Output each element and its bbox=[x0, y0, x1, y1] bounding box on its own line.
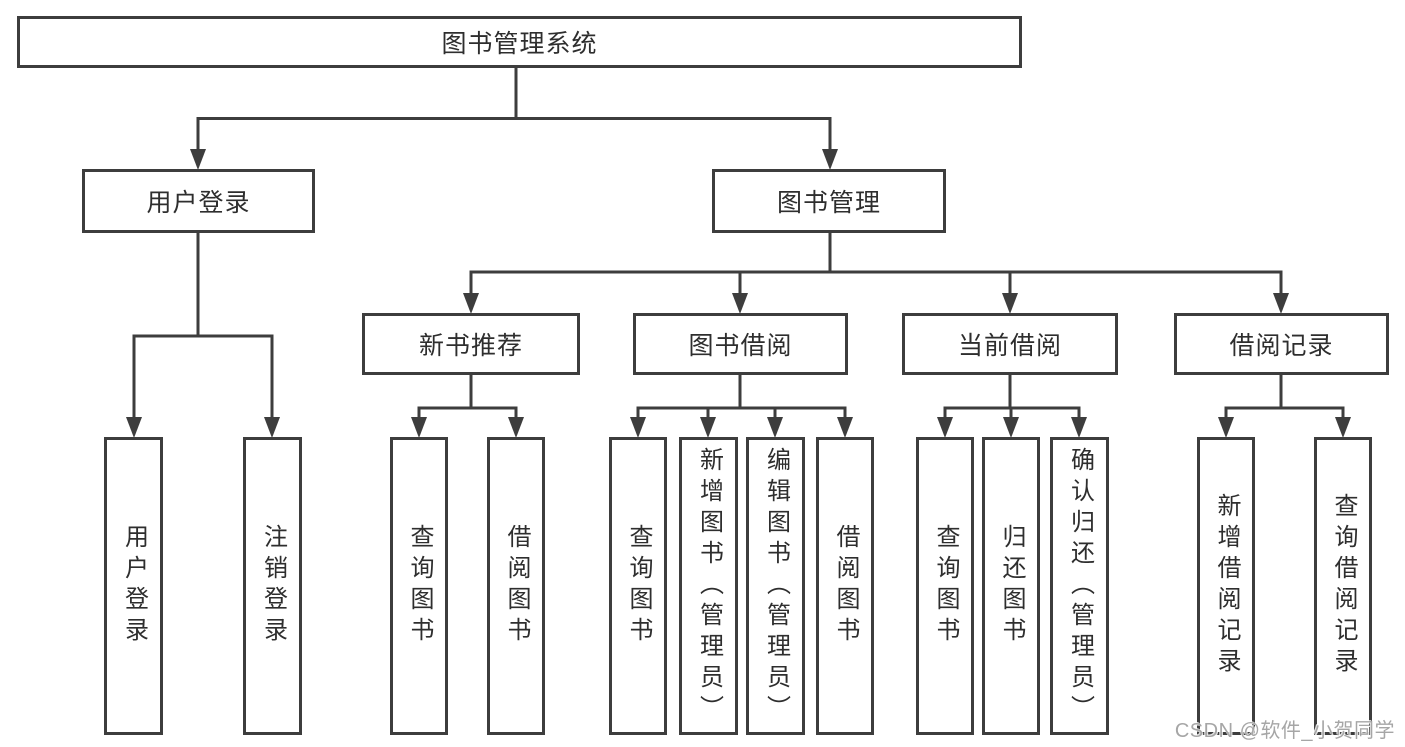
leaf-add-borrow-record: 新增借阅记录 bbox=[1197, 437, 1255, 735]
leaf-query-book-borrow: 查询图书 bbox=[609, 437, 667, 735]
arrowhead bbox=[126, 417, 142, 438]
arrowhead bbox=[732, 293, 748, 314]
arrowhead bbox=[508, 417, 524, 438]
connector-root-to-level2 bbox=[196, 68, 832, 150]
arrowhead bbox=[1002, 293, 1018, 314]
arrowhead bbox=[1335, 417, 1351, 438]
leaf-add-book-admin-label: 新增图书（管理员） bbox=[695, 446, 723, 726]
node-new-book-recommend: 新书推荐 bbox=[362, 313, 580, 375]
leaf-logout-label: 注销登录 bbox=[259, 524, 287, 648]
connector-borrow-record-branch bbox=[1224, 375, 1345, 418]
node-current-borrow-label: 当前借阅 bbox=[957, 332, 1062, 360]
arrowhead bbox=[1218, 417, 1234, 438]
leaf-query-borrow-record: 查询借阅记录 bbox=[1314, 437, 1372, 735]
arrowhead bbox=[1003, 417, 1019, 438]
connector-book-mgmt-branch bbox=[469, 233, 1283, 294]
node-book-borrow: 图书借阅 bbox=[633, 313, 848, 375]
node-user-login-label: 用户登录 bbox=[146, 189, 251, 217]
leaf-query-book-current-label: 查询图书 bbox=[932, 524, 959, 648]
leaf-query-book-recommend: 查询图书 bbox=[390, 437, 448, 735]
arrowhead bbox=[264, 417, 280, 438]
leaf-edit-book-admin-label: 编辑图书（管理员） bbox=[762, 446, 790, 726]
leaf-query-borrow-record-label: 查询借阅记录 bbox=[1330, 493, 1357, 679]
node-borrow-records: 借阅记录 bbox=[1174, 313, 1389, 375]
leaf-query-book-borrow-label: 查询图书 bbox=[625, 524, 652, 648]
leaf-add-borrow-record-label: 新增借阅记录 bbox=[1213, 493, 1240, 679]
leaf-user-login-label: 用户登录 bbox=[120, 524, 148, 648]
connector-current-borrow-branch bbox=[943, 375, 1081, 418]
node-user-login: 用户登录 bbox=[82, 169, 315, 233]
node-book-borrow-label: 图书借阅 bbox=[688, 332, 793, 360]
arrowhead bbox=[630, 417, 646, 438]
leaf-borrow-book-recommend-label: 借阅图书 bbox=[503, 524, 530, 648]
arrowhead bbox=[190, 149, 206, 170]
arrowhead bbox=[937, 417, 953, 438]
arrowhead bbox=[1273, 293, 1289, 314]
leaf-logout: 注销登录 bbox=[243, 437, 302, 735]
node-book-management: 图书管理 bbox=[712, 169, 946, 233]
node-book-management-label: 图书管理 bbox=[776, 189, 881, 217]
connector-book-borrow-branch bbox=[636, 375, 847, 418]
node-new-book-recommend-label: 新书推荐 bbox=[418, 332, 523, 360]
arrowhead bbox=[767, 417, 783, 438]
node-borrow-records-label: 借阅记录 bbox=[1229, 332, 1334, 360]
leaf-query-book-recommend-label: 查询图书 bbox=[406, 524, 433, 648]
leaf-query-book-current: 查询图书 bbox=[916, 437, 974, 735]
connector-new-book-branch bbox=[417, 375, 518, 418]
arrowhead bbox=[1071, 417, 1087, 438]
connector-user-login-branch bbox=[132, 233, 274, 418]
arrowhead bbox=[822, 149, 838, 170]
arrowhead bbox=[411, 417, 427, 438]
leaf-borrow-book: 借阅图书 bbox=[816, 437, 874, 735]
leaf-borrow-book-label: 借阅图书 bbox=[832, 524, 859, 648]
leaf-borrow-book-recommend: 借阅图书 bbox=[487, 437, 545, 735]
leaf-user-login: 用户登录 bbox=[104, 437, 163, 735]
leaf-edit-book-admin: 编辑图书（管理员） bbox=[746, 437, 805, 735]
leaf-confirm-return-admin-label: 确认归还（管理员） bbox=[1066, 446, 1094, 726]
leaf-return-book-label: 归还图书 bbox=[998, 524, 1025, 648]
arrowhead bbox=[700, 417, 716, 438]
node-root-library-system: 图书管理系统 bbox=[17, 16, 1022, 68]
node-current-borrow: 当前借阅 bbox=[902, 313, 1118, 375]
leaf-return-book: 归还图书 bbox=[982, 437, 1040, 735]
node-root-label: 图书管理系统 bbox=[441, 30, 598, 58]
leaf-confirm-return-admin: 确认归还（管理员） bbox=[1050, 437, 1109, 735]
arrowhead bbox=[463, 293, 479, 314]
leaf-add-book-admin: 新增图书（管理员） bbox=[679, 437, 738, 735]
arrowhead bbox=[837, 417, 853, 438]
csdn-watermark: CSDN @软件_小贺同学 bbox=[1174, 720, 1395, 742]
